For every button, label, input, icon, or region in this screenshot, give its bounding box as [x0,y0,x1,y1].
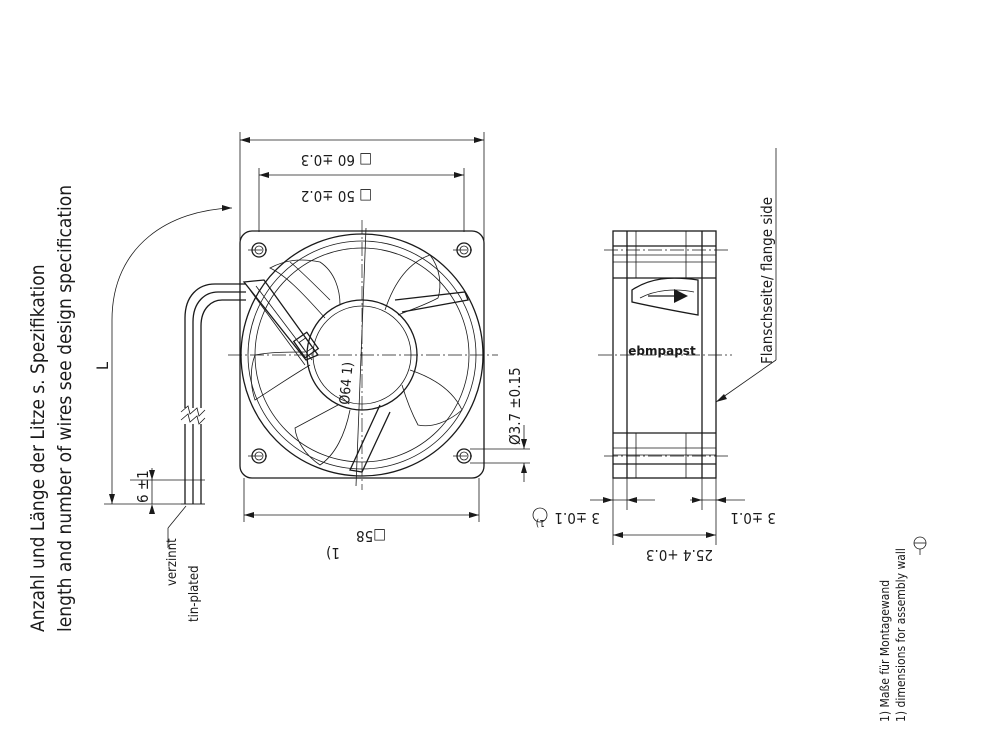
note-wires-en: length and number of wires see design sp… [54,185,76,632]
dim-square-50: □ 50 ±0.2 [258,168,465,232]
dim-hole-label: Ø3.7 ±0.15 [506,367,524,445]
projection-symbol-icon [913,536,927,555]
brand-logo: ebmpapst [628,344,696,358]
note-flange: Flanschseite/ flange side [758,197,776,364]
dim-square-50-label: □ 50 ±0.2 [301,187,372,205]
dim-square-60: □ 60 ±0.3 [239,132,485,240]
dim-depth-label: 25.4 +0.3 [646,546,713,564]
dim-strip-label: 6 ±1 [134,470,152,503]
dim-length-label: L [93,362,112,370]
footnote-de: 1) Maße für Montagewand [878,580,892,722]
dim-square-60-label: □ 60 ±0.3 [301,151,372,169]
dim-square-58-label: □58 [356,527,386,545]
dim-flange-left-mark: 1) [536,517,545,528]
dim-flange-left: 3 ±0.1 1) [532,478,655,545]
fan-front-view: Ø64 1) [228,220,498,490]
dim-dia64-label: Ø64 1) [337,361,357,405]
dim-square-58: □58 1) [243,478,480,562]
note-wires-de: Anzahl und Länge der Litze s. Spezifikat… [27,264,49,632]
dim-length: L [93,205,233,505]
note-tin-en: tin-plated [187,565,202,622]
wire-bundle [180,283,246,505]
dim-square-58-note: 1) [326,544,340,562]
flange-side-callout: Flanschseite/ flange side [715,148,777,403]
dim-strip: 6 ±1 [130,468,181,514]
dim-flange-right: 3 ±0.1 [690,478,776,545]
dim-flange-left-label: 3 ±0.1 [554,509,600,527]
note-tin-de: verzinnt [165,538,180,586]
footnote-en: 1) dimensions for assembly wall [894,548,908,722]
dim-flange-right-label: 3 ±0.1 [730,509,776,527]
fan-side-view: ebmpapst [598,230,732,479]
dim-hole: Ø3.7 ±0.15 [470,367,530,482]
dim-depth: 25.4 +0.3 [613,532,716,564]
